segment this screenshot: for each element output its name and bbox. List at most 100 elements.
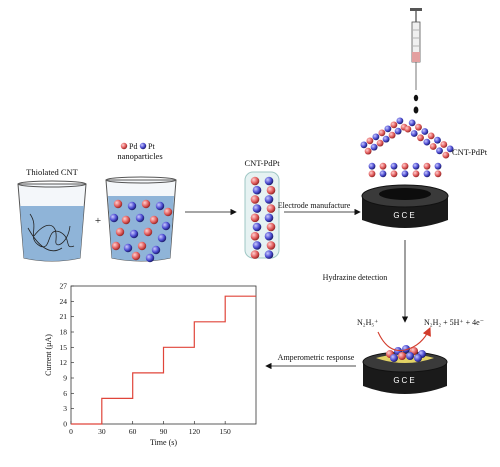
y-tick-label: 18 bbox=[60, 328, 68, 337]
pt-particle bbox=[127, 201, 137, 211]
y-tick-label: 0 bbox=[63, 420, 67, 429]
gce-electrode-top: GCE bbox=[361, 184, 449, 228]
pt-particle bbox=[410, 130, 418, 137]
pd-particle bbox=[163, 207, 173, 217]
pd-particle bbox=[250, 231, 260, 241]
pd-particle bbox=[415, 123, 422, 131]
cnt-pdpt-tube: CNT-PdPt bbox=[244, 158, 280, 259]
pt-particle bbox=[161, 221, 171, 231]
y-tick-label: 12 bbox=[60, 358, 68, 367]
pd-particle bbox=[149, 215, 159, 225]
pt-particle bbox=[379, 170, 387, 178]
pt-particle bbox=[434, 162, 442, 170]
pt-particle bbox=[264, 231, 274, 241]
pd-legend-dot bbox=[120, 142, 128, 150]
n2h5-label: N₂H₅⁺ bbox=[357, 318, 378, 327]
pt-particle bbox=[423, 138, 431, 146]
pt-legend-label: Pt bbox=[148, 142, 155, 151]
pd-particle bbox=[137, 241, 147, 251]
pt-particle bbox=[368, 162, 376, 170]
x-axis-label: Time (s) bbox=[150, 438, 177, 447]
pd-particle bbox=[388, 131, 396, 139]
pd-particle bbox=[378, 129, 386, 137]
products-label: N₂H₂ + 5H⁺ + 4e⁻ bbox=[424, 318, 484, 327]
x-tick-label: 60 bbox=[129, 427, 137, 436]
pd-particle bbox=[113, 199, 123, 209]
y-tick-label: 27 bbox=[60, 282, 68, 291]
x-tick-label: 30 bbox=[98, 427, 106, 436]
pd-particle bbox=[401, 162, 409, 170]
pt-particle bbox=[390, 354, 398, 362]
pt-particle bbox=[252, 241, 262, 250]
pt-particle bbox=[135, 213, 145, 223]
pt-particle bbox=[360, 141, 368, 149]
nanoparticles-label: nanoparticles bbox=[117, 151, 162, 161]
pd-particle bbox=[427, 132, 435, 140]
pd-particle bbox=[366, 137, 374, 145]
pt-particle bbox=[414, 354, 422, 362]
syringe bbox=[410, 8, 422, 114]
pd-particle bbox=[390, 170, 398, 178]
pt-particle bbox=[264, 195, 274, 204]
pd-particle bbox=[266, 204, 276, 213]
y-tick-label: 3 bbox=[63, 404, 67, 413]
pt-particle bbox=[390, 162, 398, 170]
pd-particle bbox=[390, 121, 398, 129]
pt-particle bbox=[434, 136, 441, 144]
pt-particle bbox=[252, 204, 262, 213]
pd-particle bbox=[250, 250, 260, 259]
pd-particle bbox=[429, 143, 437, 150]
thiolated-cnt-beaker: Thiolated CNT bbox=[17, 167, 87, 262]
cnt-pdpt-electrode-label: CNT-PdPt bbox=[452, 147, 488, 157]
pt-particle bbox=[252, 222, 262, 232]
amperometric-response-label: Amperometric response bbox=[278, 353, 355, 362]
pt-particle bbox=[382, 135, 390, 143]
pt-particle bbox=[157, 233, 167, 243]
droplet bbox=[413, 94, 419, 102]
pd-particle bbox=[141, 199, 151, 209]
thiolated-cnt-label: Thiolated CNT bbox=[26, 167, 79, 177]
pdpt-nanoparticle-beaker: Pd Pt nanoparticles bbox=[105, 142, 177, 263]
pd-particle bbox=[442, 151, 450, 159]
pd-particle bbox=[266, 222, 276, 232]
pt-particle bbox=[423, 170, 431, 178]
y-tick-label: 15 bbox=[60, 343, 68, 352]
pd-particle bbox=[398, 352, 406, 360]
pt-particle bbox=[252, 185, 262, 195]
pd-particle bbox=[379, 162, 387, 170]
pt-particle bbox=[406, 352, 414, 360]
pt-particle bbox=[408, 119, 416, 127]
pd-particle bbox=[250, 195, 260, 204]
pt-particle bbox=[123, 243, 133, 253]
pt-particle bbox=[264, 213, 274, 223]
y-tick-label: 6 bbox=[63, 389, 67, 398]
pt-particle bbox=[151, 245, 161, 255]
pt-particle bbox=[412, 162, 420, 170]
pt-legend-dot bbox=[139, 142, 147, 150]
pd-particle bbox=[434, 170, 442, 178]
electrode-cnt-tubes bbox=[360, 117, 454, 178]
current-trace bbox=[71, 295, 256, 425]
pd-particle bbox=[115, 227, 125, 237]
pt-particle bbox=[145, 253, 155, 263]
x-tick-label: 120 bbox=[189, 427, 201, 436]
droplet bbox=[413, 106, 419, 114]
pt-particle bbox=[436, 147, 443, 155]
plus-sign: + bbox=[95, 215, 101, 227]
x-tick-label: 150 bbox=[220, 427, 232, 436]
y-tick-label: 24 bbox=[60, 297, 68, 306]
pd-particle bbox=[368, 170, 376, 178]
y-tick-label: 9 bbox=[63, 374, 67, 383]
beaker-nanoparticles bbox=[109, 199, 173, 263]
hydrazine-detection-label: Hydrazine detection bbox=[323, 273, 388, 282]
pd-particle bbox=[266, 185, 276, 195]
pd-legend-label: Pd bbox=[129, 142, 137, 151]
y-axis-label: Current (μA) bbox=[44, 334, 53, 376]
pt-particle bbox=[264, 250, 274, 259]
y-tick-label: 21 bbox=[60, 312, 68, 321]
x-tick-label: 90 bbox=[160, 427, 168, 436]
pt-particle bbox=[396, 117, 404, 125]
pd-particle bbox=[266, 241, 276, 250]
